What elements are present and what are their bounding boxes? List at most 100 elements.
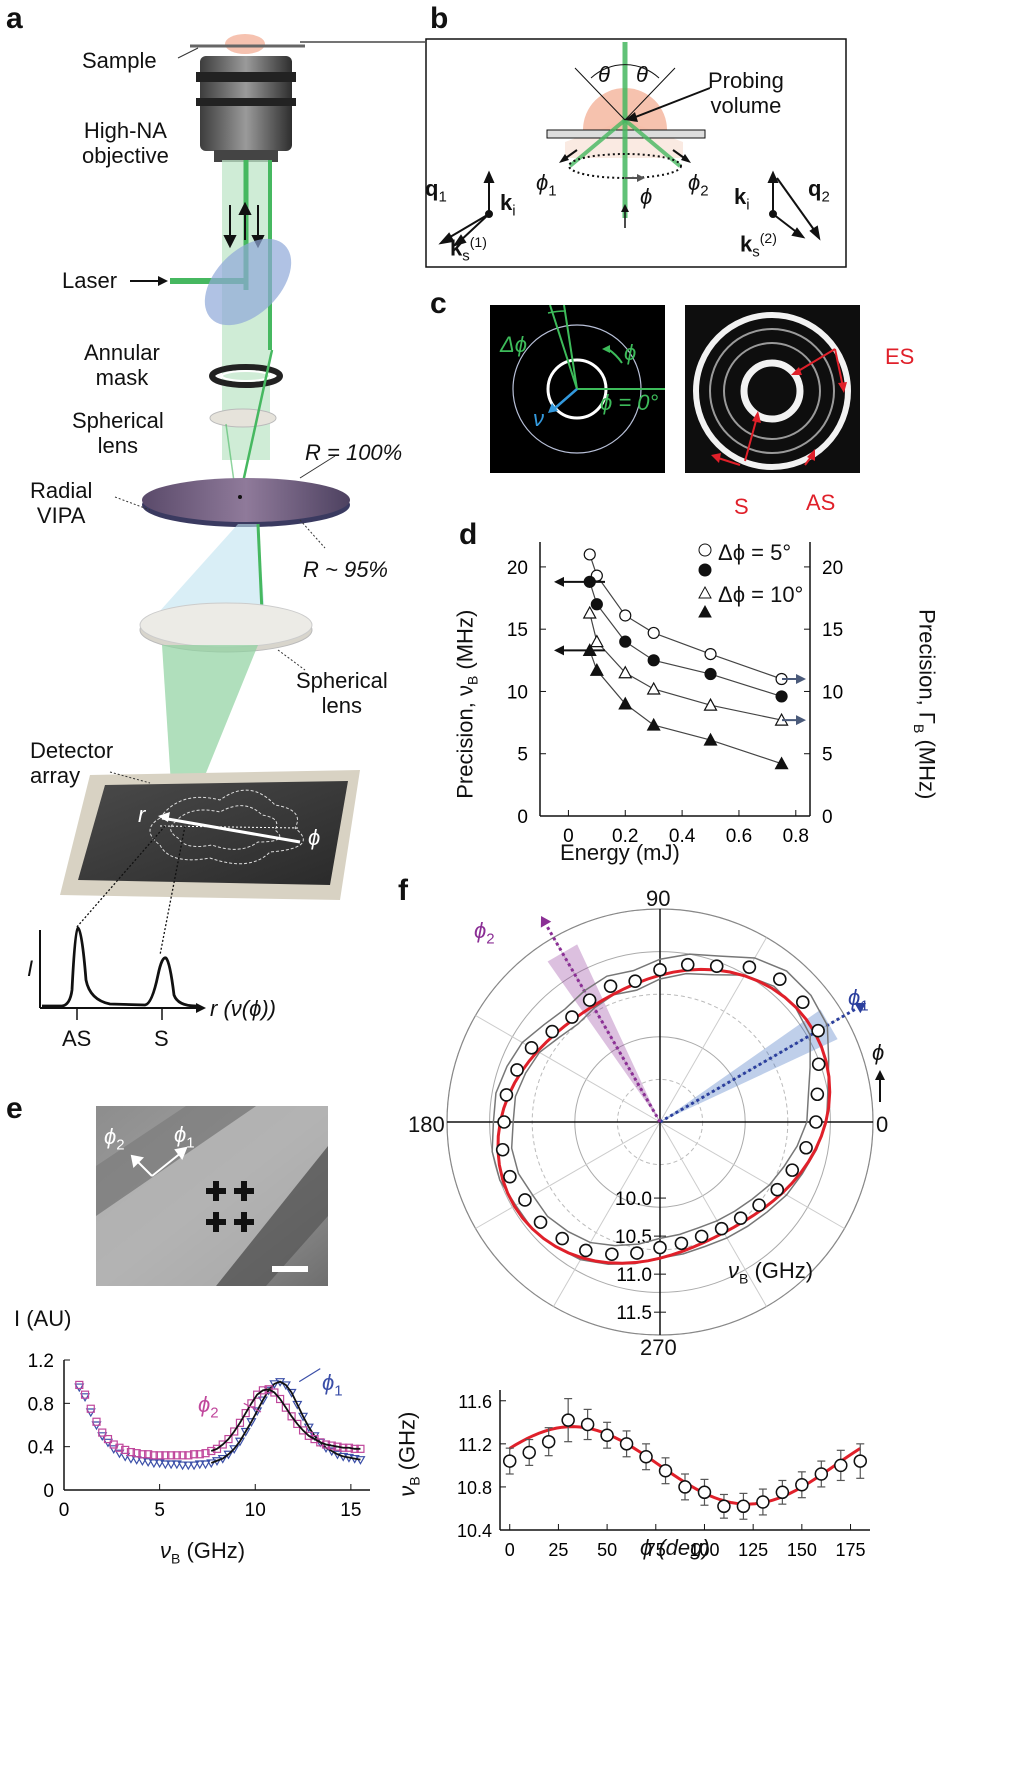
f-polar-point xyxy=(555,1231,570,1246)
f-phi2-direction xyxy=(544,923,662,1123)
f-polar-point xyxy=(510,1063,524,1077)
e-point-phi2 xyxy=(316,1438,325,1447)
e-x-tick-label: 15 xyxy=(340,1500,361,1521)
e-point-phi2 xyxy=(75,1380,84,1390)
f-polar-point xyxy=(565,1010,579,1024)
d-legend-10: Δϕ = 10° xyxy=(718,582,804,607)
e-point-phi1 xyxy=(286,1388,297,1398)
e-phi1-leader xyxy=(298,1368,321,1383)
d-y-tick-label-right: 10 xyxy=(822,682,843,703)
sample-droplet xyxy=(225,34,265,54)
e-point-phi1 xyxy=(246,1418,257,1427)
scattering-geometry-diagram xyxy=(425,38,847,268)
d-right-axis-arrowhead-1 xyxy=(796,715,806,726)
e-point-phi2 xyxy=(298,1426,308,1435)
e-point-phi1 xyxy=(269,1380,280,1390)
d-y-left-label: Precision, νB (MHz) xyxy=(452,609,481,799)
e-point-phi2 xyxy=(172,1451,181,1460)
f-lin-point xyxy=(502,1454,517,1468)
f-radial-tick-label: 11.5 xyxy=(616,1303,652,1324)
f-lin-point xyxy=(717,1499,731,1514)
f-lin-point xyxy=(756,1495,770,1509)
e-point-phi1 xyxy=(292,1400,303,1410)
e-point-phi2 xyxy=(178,1451,187,1460)
f-lin-x-tick-label: 25 xyxy=(548,1540,568,1560)
f-angle-180: 180 xyxy=(408,1112,445,1137)
e-point-phi2 xyxy=(230,1427,239,1436)
label-det-phi: ϕ xyxy=(308,825,321,850)
d-point xyxy=(618,696,633,710)
e-point-phi2 xyxy=(155,1451,164,1460)
f-phi1-wedge xyxy=(660,1009,838,1122)
f-angle-90: 90 xyxy=(646,886,671,911)
e-point-phi1 xyxy=(154,1459,165,1469)
d-series-line-3 xyxy=(589,650,782,765)
f-polar-point xyxy=(694,1229,709,1244)
d-point xyxy=(703,732,718,746)
e-point-phi1 xyxy=(298,1412,309,1422)
e-point-phi2 xyxy=(224,1434,233,1444)
d-series-line-2 xyxy=(589,612,782,721)
e-phi2-leader xyxy=(243,1402,262,1413)
f-phi1-direction-head xyxy=(854,1002,867,1014)
f-lin-y-tick-label: 10.4 xyxy=(457,1521,492,1541)
f-polar-point xyxy=(799,1140,813,1155)
f-polar-point xyxy=(811,1023,825,1038)
label-laser: Laser xyxy=(62,268,118,293)
e-point-phi2 xyxy=(195,1450,204,1459)
f-polar-point xyxy=(770,1182,785,1197)
label-phi1-e-cell: ϕ1 xyxy=(174,1122,195,1152)
f-x-axis-label-text: ϕ (deg) xyxy=(640,1535,710,1560)
f-phi1-label: ϕ1 xyxy=(848,985,869,1015)
f-polar-point xyxy=(680,957,695,972)
d-right-axis-arrowhead-0 xyxy=(796,674,806,684)
label-ki-right: ki xyxy=(734,184,750,214)
e-point-phi1 xyxy=(171,1460,182,1470)
f-polar-point xyxy=(795,995,810,1010)
e-x-tick-label: 10 xyxy=(245,1500,266,1521)
f-polar-point xyxy=(810,1087,825,1102)
f-polar-point xyxy=(785,1163,800,1177)
label-objective: High-NA objective xyxy=(82,118,169,169)
f-polar-point xyxy=(518,1193,532,1207)
d-point xyxy=(646,681,661,695)
e-point-phi2 xyxy=(270,1388,279,1397)
e-point-phi2 xyxy=(184,1451,193,1460)
d-point xyxy=(704,647,717,661)
e-point-phi2 xyxy=(103,1434,113,1444)
setup-diagram xyxy=(39,34,425,1020)
e-y-axis-label: I (AU) xyxy=(14,1306,72,1331)
f-polar-point xyxy=(499,1088,514,1102)
e-point-phi1 xyxy=(257,1396,268,1406)
e-point-phi2 xyxy=(144,1450,153,1459)
e-point-phi2 xyxy=(115,1443,124,1452)
d-point xyxy=(589,634,604,648)
d-legend-marker-open-10 xyxy=(698,585,712,599)
e-y-tick-label: 1.2 xyxy=(28,1351,54,1372)
f-polar-point xyxy=(503,1169,517,1184)
e-point-phi2 xyxy=(189,1450,199,1459)
e-point-phi2 xyxy=(98,1428,107,1437)
f-lin-point xyxy=(697,1485,712,1500)
panel-letter-e: e xyxy=(6,1092,23,1125)
d-y-tick-label-right: 20 xyxy=(822,558,843,579)
label-spherical-lens-1: Spherical lens xyxy=(72,408,164,459)
cell-micrograph xyxy=(96,1106,328,1286)
d-y-tick-label-right: 0 xyxy=(822,807,833,828)
f-phi2-wedge xyxy=(547,944,660,1122)
e-point-phi2 xyxy=(287,1412,296,1421)
camera-image-left xyxy=(490,305,665,473)
label-radial-vipa: Radial VIPA xyxy=(30,478,93,529)
e-point-phi1 xyxy=(234,1437,245,1447)
e-phi2-curve-label: ϕ2 xyxy=(198,1392,219,1422)
f-spoke xyxy=(659,1121,845,1229)
e-point-phi2 xyxy=(86,1404,95,1413)
e-point-phi2 xyxy=(212,1444,222,1453)
f-lin-point xyxy=(678,1480,692,1494)
e-point-phi2 xyxy=(253,1390,262,1399)
f-lin-x-tick-label: 100 xyxy=(689,1540,719,1560)
d-series-line-0 xyxy=(589,554,782,680)
d-x-tick-label: 0.6 xyxy=(726,826,752,847)
e-point-phi2 xyxy=(276,1394,285,1404)
e-point-phi2 xyxy=(138,1450,147,1459)
